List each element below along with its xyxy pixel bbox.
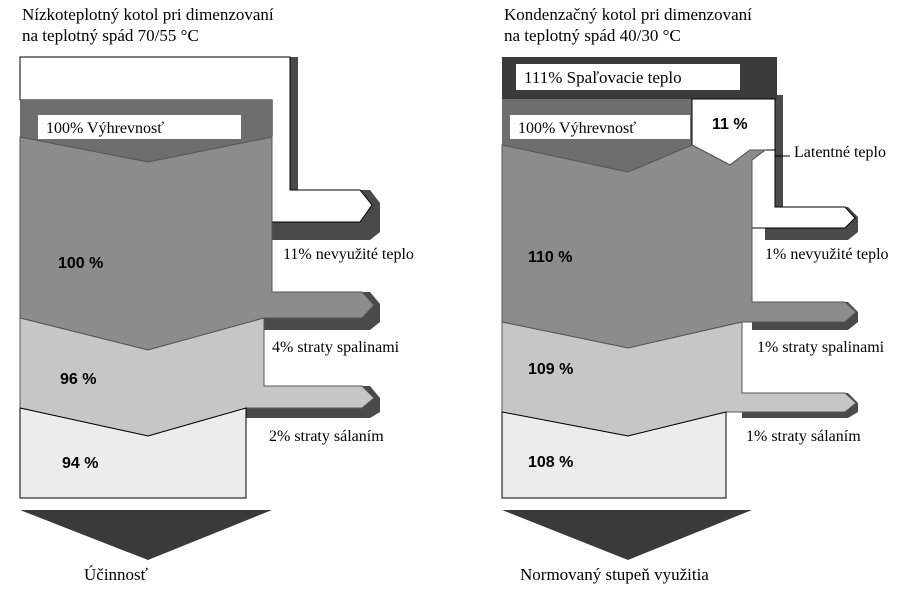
right-stage2-value: 109 % xyxy=(528,361,573,378)
right-stage3 xyxy=(501,411,727,499)
right-unused-heat-flow xyxy=(751,149,856,229)
right-shadow-upper xyxy=(775,95,783,207)
left-stage3-value: 94 % xyxy=(62,455,98,472)
right-loss1-label: 1% nevyužité teplo xyxy=(765,246,889,263)
right-latent-label: Latentné teplo xyxy=(794,144,886,161)
left-output-label: Účinnosť xyxy=(84,565,148,584)
right-combustion-label-box xyxy=(516,64,740,90)
left-loss2-label: 4% straty spalinami xyxy=(272,339,400,356)
right-loss3-label: 1% straty sálaním xyxy=(746,428,861,445)
right-combustion-label: 111% Spaľovacie teplo xyxy=(524,68,682,87)
left-input-label: 100% Výhrevnosť xyxy=(46,120,164,137)
left-title-line1: Nízkoteplotný kotol pri dimenzovaní xyxy=(22,5,274,24)
right-input-label: 100% Výhrevnosť xyxy=(518,120,636,137)
right-loss2-label: 1% straty spalinami xyxy=(757,339,885,356)
left-stage1-value: 100 % xyxy=(58,255,103,272)
right-stage1-value: 110 % xyxy=(528,249,572,266)
right-diagram: Kondenzačný kotol pri dimenzovaní na tep… xyxy=(501,5,889,584)
left-loss3-label: 2% straty sálaním xyxy=(269,428,384,445)
right-latent-value: 11 % xyxy=(712,116,748,133)
left-shadow-upper xyxy=(290,57,298,207)
left-stage1 xyxy=(19,136,375,351)
left-title-line2: na teplotný spád 70/55 °C xyxy=(22,26,199,45)
left-loss1-label: 11% nevyužité teplo xyxy=(283,246,414,263)
left-output-arrow xyxy=(20,510,272,560)
left-stage3 xyxy=(19,407,247,499)
right-output-arrow xyxy=(502,510,752,560)
left-diagram: Nízkoteplotný kotol pri dimenzovaní na t… xyxy=(19,5,414,584)
right-title-line1: Kondenzačný kotol pri dimenzovaní xyxy=(504,5,752,24)
right-output-label: Normovaný stupeň využitia xyxy=(520,565,709,584)
left-input-label-box xyxy=(38,115,241,139)
right-title-line2: na teplotný spád 40/30 °C xyxy=(504,26,681,45)
right-stage3-value: 108 % xyxy=(528,454,573,471)
right-input-label-box xyxy=(510,115,690,139)
left-stage2-value: 96 % xyxy=(60,371,96,388)
